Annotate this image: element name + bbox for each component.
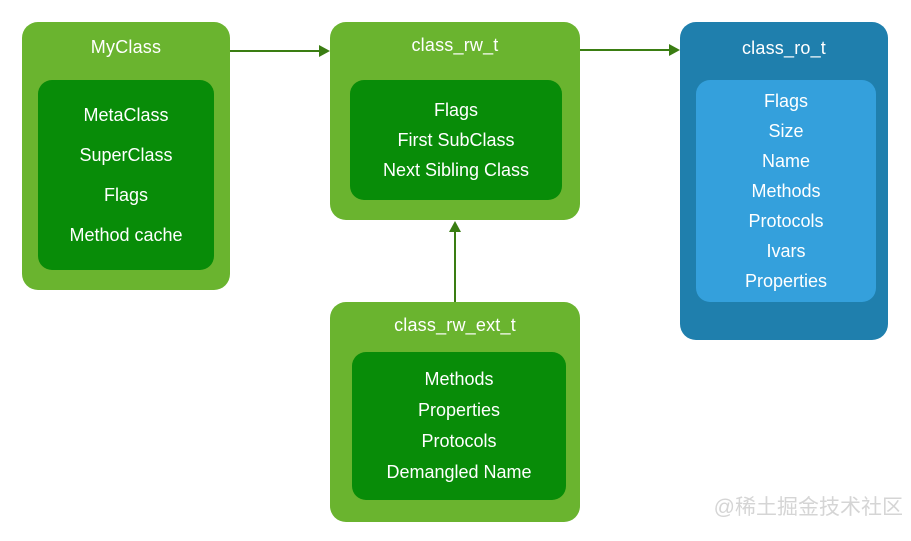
- field-size: Size: [768, 121, 804, 141]
- field-demangled-name: Demangled Name: [386, 462, 532, 482]
- field-methods: Methods: [751, 181, 821, 201]
- watermark: @稀土掘金技术社区: [713, 496, 903, 519]
- arrow-right-icon: [669, 44, 680, 56]
- node-class-rw-ext-t-title: class_rw_ext_t: [394, 315, 516, 335]
- node-class-ro-t-title: class_ro_t: [741, 38, 827, 58]
- field-methods: Methods: [424, 369, 494, 389]
- node-class-rw-t-title: class_rw_t: [411, 35, 499, 55]
- arrow-up-icon: [449, 221, 461, 232]
- field-properties: Properties: [417, 400, 501, 420]
- arrow-class-rw-t-to-class-ro-t-line: [580, 49, 669, 51]
- field-method-cache: Method cache: [69, 225, 183, 245]
- field-flags: Flags: [103, 185, 148, 205]
- node-class-rw-t: class_rw_t Flags First SubClass Next Sib…: [330, 22, 580, 220]
- field-properties: Properties: [744, 271, 828, 291]
- node-class-rw-ext-t-fields: Methods Properties Protocols Demangled N…: [352, 352, 566, 500]
- field-metaclass: MetaClass: [83, 105, 169, 125]
- arrow-class-rw-ext-t-to-class-rw-t-line: [454, 232, 456, 302]
- field-first-subclass: First SubClass: [397, 130, 515, 150]
- field-superclass: SuperClass: [79, 145, 173, 165]
- field-flags: Flags: [433, 100, 478, 120]
- arrow-myclass-to-class-rw-t-line: [230, 50, 319, 52]
- node-class-rw-t-fields: Flags First SubClass Next Sibling Class: [350, 80, 562, 200]
- node-myclass-title: MyClass: [90, 37, 162, 57]
- node-myclass: MyClass MetaClass SuperClass Flags Metho…: [22, 22, 230, 290]
- field-protocols: Protocols: [421, 431, 497, 451]
- node-class-ro-t: class_ro_t Flags Size Name Methods Proto…: [680, 22, 888, 340]
- node-class-rw-ext-t: class_rw_ext_t Methods Properties Protoc…: [330, 302, 580, 522]
- field-flags: Flags: [763, 91, 808, 111]
- arrow-right-icon: [319, 45, 330, 57]
- field-name: Name: [761, 151, 810, 171]
- node-class-ro-t-fields: Flags Size Name Methods Protocols Ivars …: [696, 80, 876, 302]
- field-next-sibling-class: Next Sibling Class: [382, 160, 530, 180]
- field-ivars: Ivars: [766, 241, 806, 261]
- field-protocols: Protocols: [748, 211, 824, 231]
- node-myclass-fields: MetaClass SuperClass Flags Method cache: [38, 80, 214, 270]
